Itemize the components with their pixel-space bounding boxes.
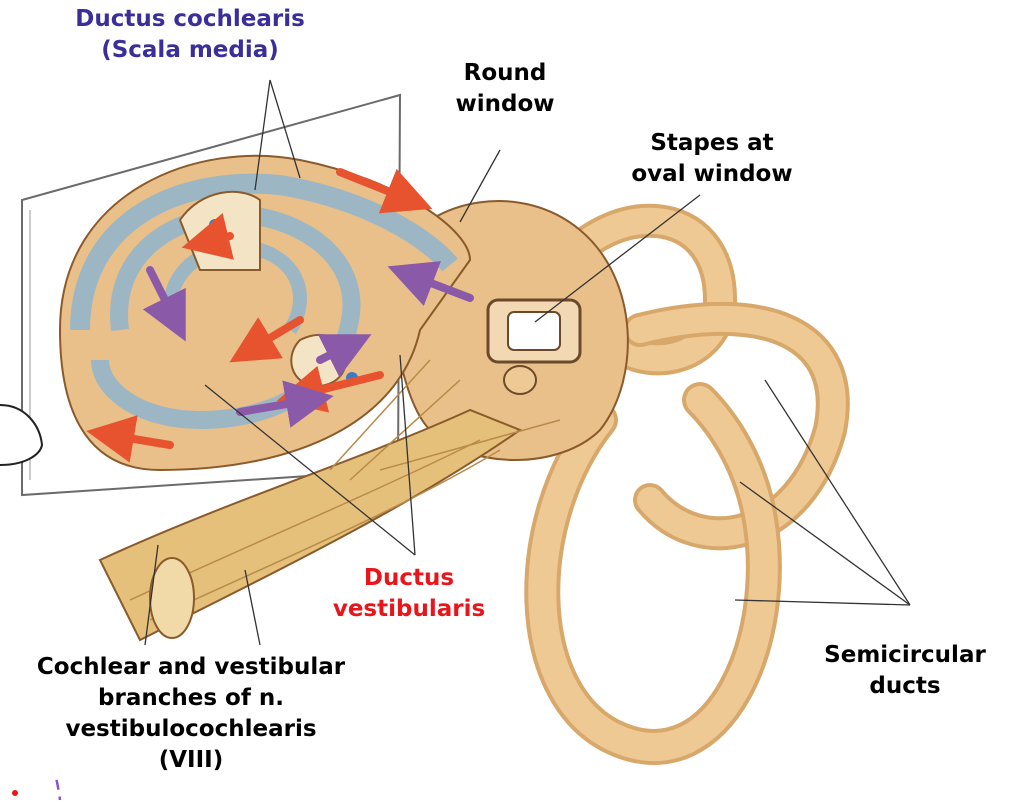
- label-stapes: Stapes at oval window: [608, 128, 816, 190]
- label-semicircular-ducts: Semicircular ducts: [810, 640, 1000, 702]
- label-ductus-vestibularis: Ductus vestibularis: [310, 563, 508, 625]
- label-round-window: Round window: [440, 58, 570, 120]
- label-ductus-cochlearis: Ductus cochlearis (Scala media): [60, 4, 320, 66]
- label-nerve-branches: Cochlear and vestibular branches of n. v…: [2, 652, 380, 776]
